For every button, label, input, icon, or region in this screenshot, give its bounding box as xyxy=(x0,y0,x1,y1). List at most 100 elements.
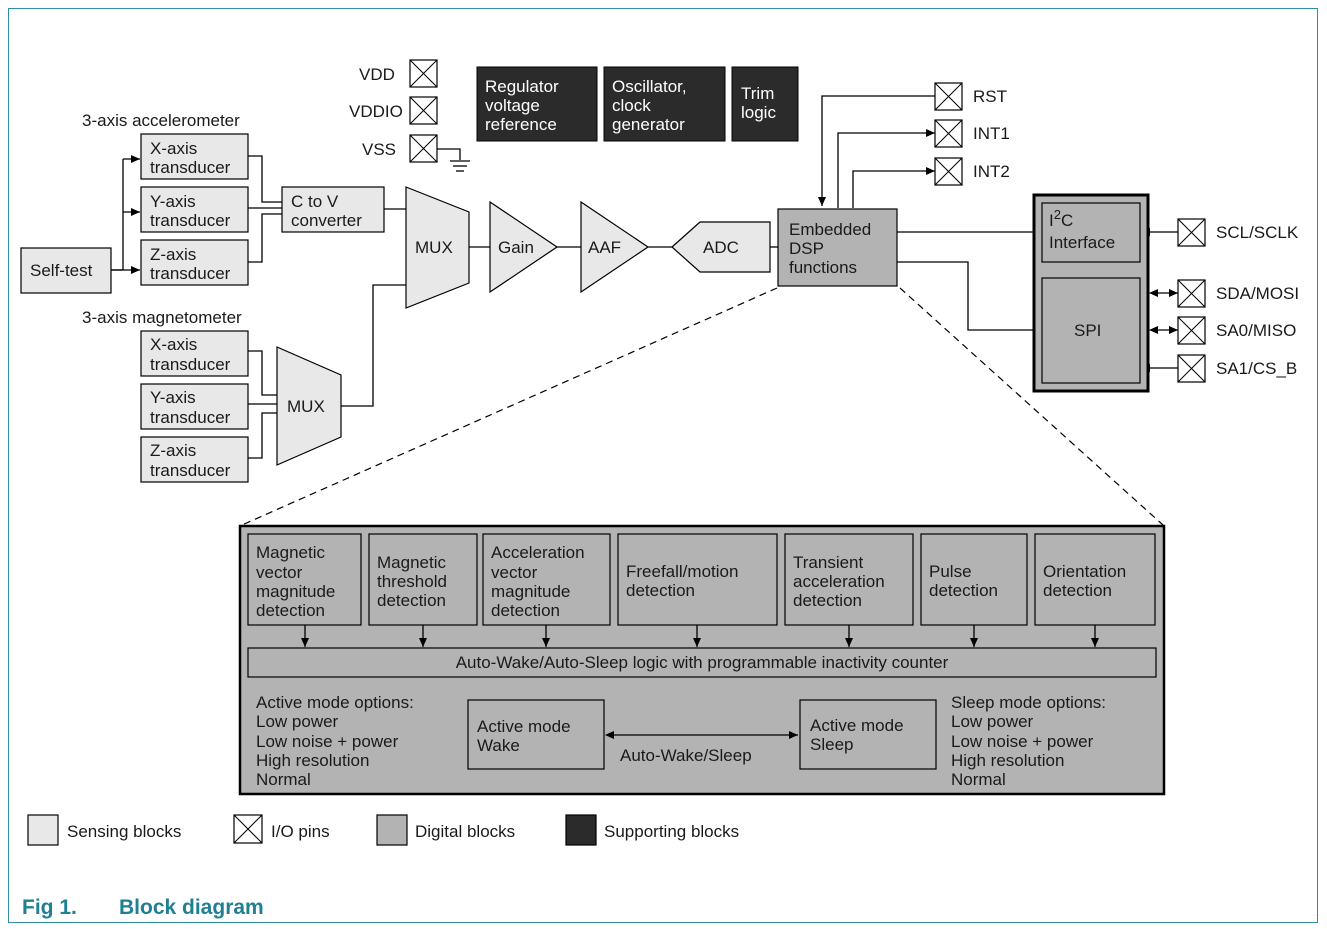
svg-text:Acceleration: Acceleration xyxy=(491,543,585,562)
svg-text:voltage: voltage xyxy=(485,96,540,115)
rst-pin: RST xyxy=(934,82,1007,111)
svg-text:magnitude: magnitude xyxy=(491,582,570,601)
mag-z-transducer: Z-axis transducer xyxy=(140,436,249,483)
zoom-lines xyxy=(241,287,1164,526)
svg-text:Y-axis: Y-axis xyxy=(150,192,196,211)
aaf-filter: AAF xyxy=(580,200,650,294)
svg-text:detection: detection xyxy=(1043,581,1112,600)
mag-y-transducer: Y-axis transducer xyxy=(140,383,249,430)
svg-text:Z-axis: Z-axis xyxy=(150,441,196,460)
svg-text:Embedded: Embedded xyxy=(789,220,871,239)
c-to-v-converter: C to V converter xyxy=(281,186,385,233)
oscillator-block: Oscillator, clock generator xyxy=(603,66,726,142)
svg-text:SCL/SCLK: SCL/SCLK xyxy=(1216,223,1299,242)
svg-text:functions: functions xyxy=(789,258,857,277)
svg-text:Y-axis: Y-axis xyxy=(150,388,196,407)
svg-text:reference: reference xyxy=(485,115,557,134)
regulator-block: Regulator voltage reference xyxy=(476,66,598,142)
spi-label: SPI xyxy=(1074,321,1101,340)
dsp-detail-panel: Magnetic vector magnitude detection Magn… xyxy=(238,524,1166,796)
self-test-block: Self-test xyxy=(20,247,112,294)
svg-text:Oscillator,: Oscillator, xyxy=(612,77,687,96)
svg-text:Orientation: Orientation xyxy=(1043,562,1126,581)
accelerometer-label: 3-axis accelerometer xyxy=(82,111,240,130)
sa1-pin: SA1/CS_B xyxy=(1177,354,1297,383)
svg-text:transducer: transducer xyxy=(150,355,231,374)
svg-text:acceleration: acceleration xyxy=(793,572,885,591)
mode-sleep-block: Active mode Sleep xyxy=(799,699,937,770)
accel-x-transducer: X-axis transducer xyxy=(140,133,249,180)
svg-text:Magnetic: Magnetic xyxy=(377,553,446,572)
mag-x-transducer: X-axis transducer xyxy=(140,330,249,377)
svg-text:VSS: VSS xyxy=(362,140,396,159)
svg-text:DSP: DSP xyxy=(789,239,824,258)
svg-text:transducer: transducer xyxy=(150,408,231,427)
gain-amplifier: Gain xyxy=(489,200,559,294)
svg-text:generator: generator xyxy=(612,115,685,134)
legend-supporting: Supporting blocks xyxy=(565,814,739,846)
int1-pin: INT1 xyxy=(934,119,1010,148)
svg-text:vector: vector xyxy=(491,563,538,582)
svg-text:SA1/CS_B: SA1/CS_B xyxy=(1216,359,1297,378)
svg-text:transducer: transducer xyxy=(150,461,231,480)
svg-text:SA0/MISO: SA0/MISO xyxy=(1216,321,1296,340)
svg-text:Auto-Wake/Auto-Sleep logic wit: Auto-Wake/Auto-Sleep logic with programm… xyxy=(456,653,949,672)
svg-text:I/O pins: I/O pins xyxy=(271,822,330,841)
svg-text:magnitude: magnitude xyxy=(256,582,335,601)
svg-text:Supporting blocks: Supporting blocks xyxy=(604,822,739,841)
svg-text:Sleep mode options:: Sleep mode options: xyxy=(951,693,1106,712)
legend-io: I/O pins xyxy=(233,814,330,844)
svg-text:X-axis: X-axis xyxy=(150,335,197,354)
svg-text:INT2: INT2 xyxy=(973,162,1010,181)
svg-text:Wake: Wake xyxy=(477,736,520,755)
figure-number: Fig 1. xyxy=(22,896,77,919)
function-transient: Transient acceleration detection xyxy=(784,533,914,626)
svg-text:Gain: Gain xyxy=(498,238,534,257)
svg-text:High resolution: High resolution xyxy=(256,751,369,770)
interface-block: I2C Interface SPI xyxy=(1032,193,1150,393)
svg-text:transducer: transducer xyxy=(150,264,231,283)
embedded-dsp-block: Embedded DSP functions xyxy=(777,208,898,287)
function-freefall-motion: Freefall/motion detection xyxy=(617,533,778,626)
autowake-bar: Auto-Wake/Auto-Sleep logic with programm… xyxy=(247,647,1157,678)
function-magnetic-vector: Magnetic vector magnitude detection xyxy=(247,533,362,626)
svg-text:Interface: Interface xyxy=(1049,233,1115,252)
function-arrows xyxy=(301,625,1099,647)
mode-wake-block: Active mode Wake xyxy=(467,699,605,770)
scl-pin: SCL/SCLK xyxy=(1177,218,1299,247)
accel-y-transducer: Y-axis transducer xyxy=(140,186,249,233)
function-orientation: Orientation detection xyxy=(1034,533,1156,626)
svg-text:Digital blocks: Digital blocks xyxy=(415,822,515,841)
legend-digital: Digital blocks xyxy=(376,814,515,846)
svg-text:detection: detection xyxy=(491,601,560,620)
svg-text:ADC: ADC xyxy=(703,238,739,257)
svg-text:SDA/MOSI: SDA/MOSI xyxy=(1216,284,1299,303)
svg-text:Low noise + power: Low noise + power xyxy=(256,732,399,751)
mode-transition-label: Auto-Wake/Sleep xyxy=(620,746,752,765)
accel-z-transducer: Z-axis transducer xyxy=(140,239,249,286)
svg-text:Low power: Low power xyxy=(951,712,1034,731)
signal-wires xyxy=(111,95,1178,459)
svg-text:X-axis: X-axis xyxy=(150,139,197,158)
svg-text:vector: vector xyxy=(256,563,303,582)
svg-text:transducer: transducer xyxy=(150,211,231,230)
function-magnetic-threshold: Magnetic threshold detection xyxy=(368,533,478,626)
svg-text:Sensing blocks: Sensing blocks xyxy=(67,822,181,841)
svg-text:VDDIO: VDDIO xyxy=(349,102,403,121)
svg-text:Active mode: Active mode xyxy=(477,717,571,736)
svg-text:RST: RST xyxy=(973,87,1007,106)
svg-text:Low power: Low power xyxy=(256,712,339,731)
svg-text:detection: detection xyxy=(256,601,325,620)
svg-text:Self-test: Self-test xyxy=(30,261,93,280)
sa0-pin: SA0/MISO xyxy=(1177,316,1296,345)
function-pulse: Pulse detection xyxy=(920,533,1028,626)
svg-text:Low noise + power: Low noise + power xyxy=(951,732,1094,751)
sda-pin: SDA/MOSI xyxy=(1177,279,1299,308)
magnetometer-label: 3-axis magnetometer xyxy=(82,308,242,327)
svg-text:Z-axis: Z-axis xyxy=(150,245,196,264)
svg-text:Magnetic: Magnetic xyxy=(256,543,325,562)
i2c-label: I2C xyxy=(1049,207,1073,230)
svg-text:VDD: VDD xyxy=(359,65,395,84)
svg-text:MUX: MUX xyxy=(287,397,325,416)
